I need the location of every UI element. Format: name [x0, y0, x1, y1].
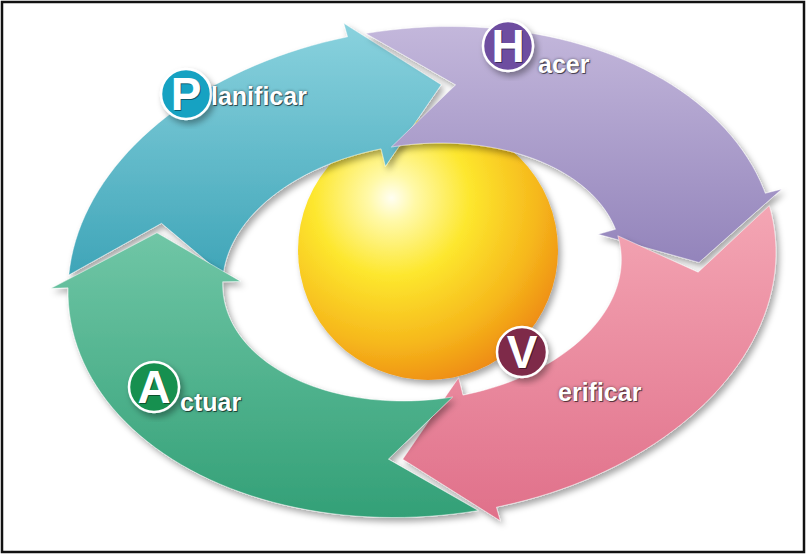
badge-circle	[129, 362, 179, 412]
stage-word: ctuar	[180, 388, 241, 417]
initial-letter: H	[491, 23, 524, 69]
stage-word: lanificar	[211, 82, 307, 111]
stage-word: acer	[538, 50, 589, 79]
letter-badge: V	[495, 325, 549, 379]
letter-badge: A	[127, 360, 181, 414]
cycle-arrow: erificar V	[400, 203, 778, 523]
stage-word: erificar	[558, 378, 641, 407]
cycle-arrow: ctuar A	[49, 230, 481, 520]
letter-badge: P	[159, 67, 213, 121]
badge-circle	[161, 69, 211, 119]
arrow-band	[51, 233, 478, 518]
initial-letter: A	[137, 364, 170, 410]
arrow-band	[403, 206, 776, 521]
badge-circle	[483, 21, 533, 71]
initial-letter: V	[507, 329, 538, 375]
arrow-shape	[66, 21, 444, 277]
arrow-band	[366, 27, 782, 263]
initial-letter: P	[171, 71, 202, 117]
arrow-band	[69, 23, 441, 275]
letter-badge: H	[481, 19, 535, 73]
arrow-shape	[49, 230, 481, 520]
arrow-shape	[400, 203, 778, 523]
badge-circle	[497, 327, 547, 377]
cycle-arrow: lanificar P	[66, 21, 444, 277]
cycle-arrow: acer H	[363, 24, 784, 265]
